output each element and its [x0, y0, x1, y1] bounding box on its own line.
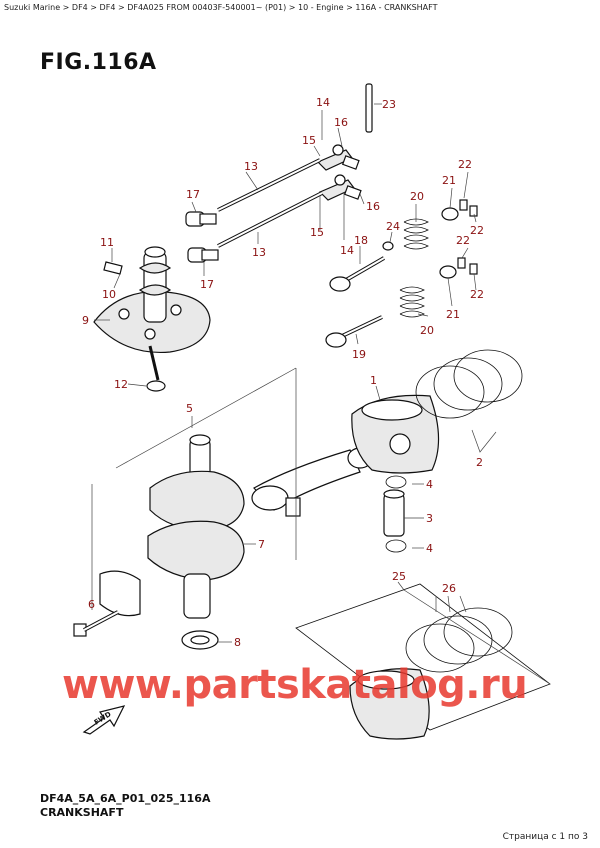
- callout-2: 2: [476, 456, 483, 469]
- callout-18: 18: [354, 234, 368, 247]
- fwd-arrow-icon: FWD: [82, 705, 126, 735]
- tappets: [185, 211, 219, 263]
- callout-15-upper: 15: [302, 134, 316, 147]
- pushrods: [217, 158, 323, 248]
- callout-17-upper: 17: [186, 188, 200, 201]
- callout-16-upper: 16: [334, 116, 348, 129]
- valve-springs: [399, 218, 429, 318]
- diagram-code: DF4A_5A_6A_P01_025_116A: [40, 792, 211, 805]
- rocker-arm-lower: [318, 174, 362, 201]
- callout-12: 12: [114, 378, 128, 391]
- callout-15-lower: 15: [310, 226, 324, 239]
- callout-6: 6: [88, 598, 95, 611]
- callout-11: 11: [100, 236, 114, 249]
- callout-23: 23: [382, 98, 396, 111]
- callout-8: 8: [234, 636, 241, 649]
- camshaft-washer: [146, 380, 166, 392]
- callout-16-lower: 16: [366, 200, 380, 213]
- callout-14-lower: 14: [340, 244, 354, 257]
- callout-10: 10: [102, 288, 116, 301]
- callout-4-upper: 4: [426, 478, 433, 491]
- piston-rings: [415, 349, 523, 419]
- pin-clips: [385, 475, 407, 553]
- callout-labels: 23 14 15 16 13 17 16 15 14 13 17 18 19 2…: [82, 96, 484, 649]
- rod-bolt: [73, 610, 119, 637]
- watermark: www.partskatalog.ru: [62, 662, 528, 708]
- callout-26: 26: [442, 582, 456, 595]
- callout-22-d: 22: [470, 288, 484, 301]
- callout-20-upper: 20: [410, 190, 424, 203]
- callout-1: 1: [370, 374, 377, 387]
- callout-21-lower: 21: [446, 308, 460, 321]
- valves: [325, 256, 386, 348]
- callout-13-lower: 13: [252, 246, 266, 259]
- rod-cap: [99, 570, 141, 617]
- callout-20-lower: 20: [420, 324, 434, 337]
- callout-7: 7: [258, 538, 265, 551]
- callout-22-a: 22: [458, 158, 472, 171]
- callout-4-lower: 4: [426, 542, 433, 555]
- camshaft: [93, 246, 211, 381]
- callout-9: 9: [82, 314, 89, 327]
- callout-17-lower: 17: [200, 278, 214, 291]
- diagram-name: CRANKSHAFT: [40, 806, 124, 819]
- breadcrumb[interactable]: Suzuki Marine > DF4 > DF4 > DF4A025 FROM…: [4, 3, 438, 12]
- callout-22-b: 22: [470, 224, 484, 237]
- callout-19: 19: [352, 348, 366, 361]
- rocker-shaft: [365, 83, 373, 133]
- connecting-rod: [251, 447, 373, 517]
- crankshaft: [147, 434, 245, 619]
- callout-14-upper: 14: [316, 96, 330, 109]
- callout-13-upper: 13: [244, 160, 258, 173]
- callout-3: 3: [426, 512, 433, 525]
- callout-22-c: 22: [456, 234, 470, 247]
- piston: [351, 394, 440, 474]
- callout-24: 24: [386, 220, 400, 233]
- rocker-arm-upper: [316, 144, 360, 171]
- callout-5: 5: [186, 402, 193, 415]
- figure-title: FIG.116A: [40, 50, 157, 75]
- leader-lines: [91, 103, 551, 685]
- piston-pin: [383, 489, 405, 537]
- crank-washer: [181, 630, 219, 650]
- page-indicator: Страница с 1 по 3: [502, 832, 588, 842]
- callout-25: 25: [392, 570, 406, 583]
- retainers-cotters: [382, 199, 478, 279]
- callout-21-upper: 21: [442, 174, 456, 187]
